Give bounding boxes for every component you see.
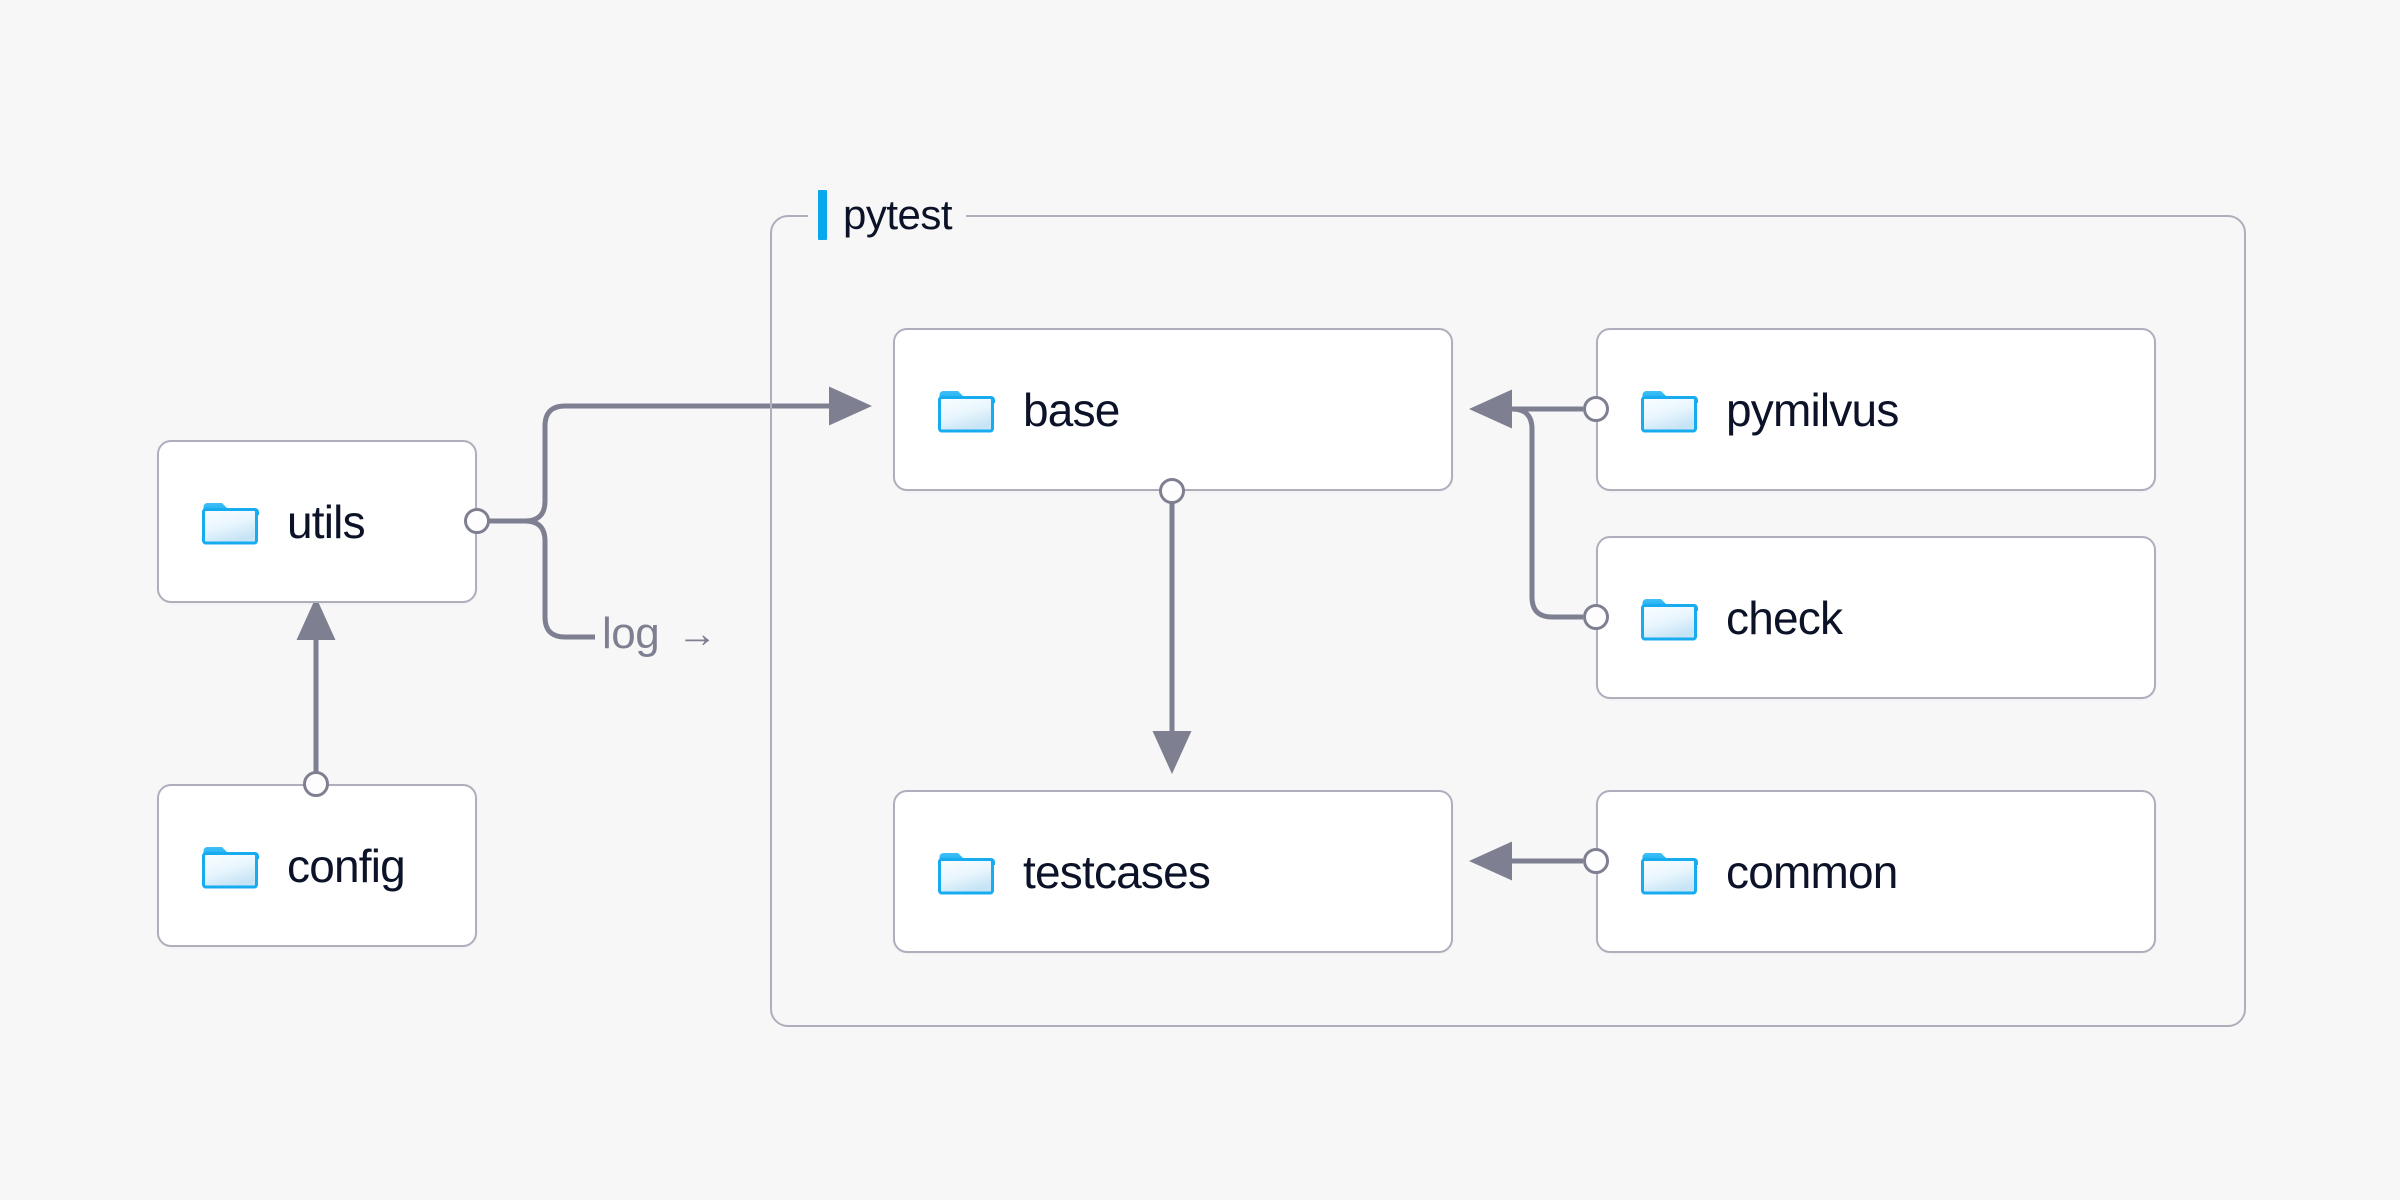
node-label-check: check xyxy=(1726,591,1843,644)
port-utils-right[interactable] xyxy=(464,508,490,534)
node-testcases[interactable]: testcases xyxy=(893,790,1453,953)
arrow-right-icon: → xyxy=(677,612,717,656)
folder-icon xyxy=(1641,390,1698,432)
port-config-top[interactable] xyxy=(303,771,329,797)
port-pymilvus-left[interactable] xyxy=(1583,396,1609,422)
edge-label-log-text: log xyxy=(602,609,660,658)
edge-utils-log xyxy=(489,518,595,640)
edge-label-log: log → xyxy=(602,612,717,656)
node-label-base: base xyxy=(1023,383,1120,436)
group-container-pytest xyxy=(770,215,2246,1027)
node-label-common: common xyxy=(1726,845,1898,898)
group-label-pytest: pytest xyxy=(808,190,967,240)
node-label-testcases: testcases xyxy=(1023,845,1211,898)
folder-icon xyxy=(202,502,259,544)
node-common[interactable]: common xyxy=(1596,790,2156,953)
node-config[interactable]: config xyxy=(157,784,477,947)
folder-icon xyxy=(1641,598,1698,640)
node-base[interactable]: base xyxy=(893,328,1453,491)
folder-icon xyxy=(938,390,995,432)
node-label-pymilvus: pymilvus xyxy=(1726,383,1899,436)
folder-icon xyxy=(938,852,995,894)
port-common-left[interactable] xyxy=(1583,848,1609,874)
node-pymilvus[interactable]: pymilvus xyxy=(1596,328,2156,491)
folder-icon xyxy=(202,846,259,888)
node-utils[interactable]: utils xyxy=(157,440,477,603)
node-check[interactable]: check xyxy=(1596,536,2156,699)
group-accent-bar xyxy=(818,190,827,240)
group-title: pytest xyxy=(843,191,953,238)
node-label-utils: utils xyxy=(287,495,366,548)
node-label-config: config xyxy=(287,839,406,892)
port-base-bottom[interactable] xyxy=(1159,478,1185,504)
port-check-left[interactable] xyxy=(1583,604,1609,630)
folder-icon xyxy=(1641,852,1698,894)
